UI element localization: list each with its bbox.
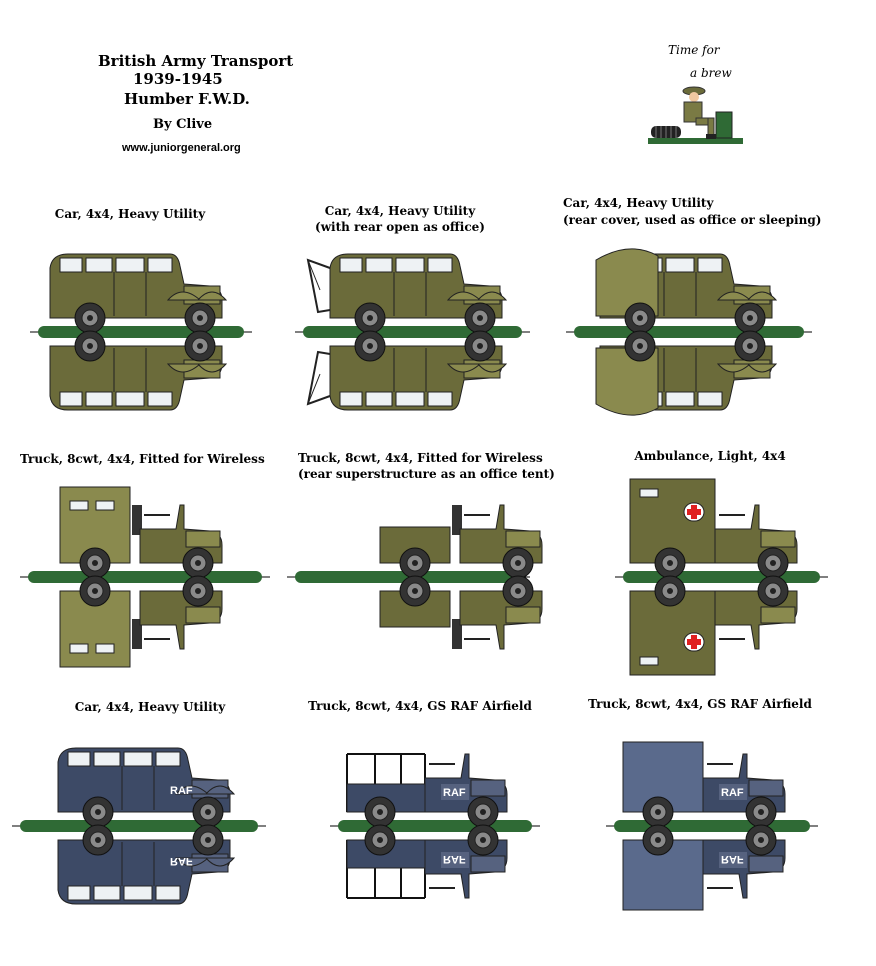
- raf-badge: RAF: [443, 853, 466, 865]
- raf-badge: RAF: [721, 853, 744, 865]
- window: [665, 257, 695, 273]
- label-truck-wireless: Truck, 8cwt, 4x4, Fitted for Wireless: [20, 452, 265, 466]
- window: [85, 391, 113, 407]
- raf-badge: RAF: [443, 787, 466, 799]
- title-vehicle: Humber F.W.D.: [124, 90, 250, 108]
- vehicle-raf-car: RAF: [57, 747, 236, 828]
- window: [427, 257, 453, 273]
- counter-base: [614, 820, 810, 832]
- counter-base: [20, 820, 258, 832]
- label-raf-truck-cover: Truck, 8cwt, 4x4, GS RAF Airfield: [588, 697, 812, 711]
- window: [147, 257, 173, 273]
- label-raf-truck-open: Truck, 8cwt, 4x4, GS RAF Airfield: [308, 699, 532, 713]
- sublabel-car-cover: (rear cover, used as office or sleeping): [563, 213, 822, 227]
- window: [67, 751, 91, 767]
- vehicle-ambulance-mirror: [629, 575, 798, 676]
- vehicle-car-cover: [595, 248, 778, 334]
- counter-base: [623, 571, 820, 583]
- counter-base: [38, 326, 244, 338]
- vehicle-truck-wireless-mirror: [59, 575, 223, 668]
- window: [365, 391, 393, 407]
- vehicle-raf-truck-open-mirror: RAF: [346, 824, 508, 899]
- window: [155, 885, 181, 901]
- window: [339, 257, 363, 273]
- window: [93, 751, 121, 767]
- window: [93, 885, 121, 901]
- counter-base: [338, 820, 532, 832]
- vehicle-car: [49, 253, 228, 334]
- counter-base: [303, 326, 522, 338]
- window: [697, 391, 723, 407]
- label-ambulance: Ambulance, Light, 4x4: [634, 449, 786, 463]
- window: [395, 257, 425, 273]
- window: [67, 885, 91, 901]
- title-years: 1939-1945: [133, 70, 223, 88]
- raf-badge: RAF: [721, 787, 744, 799]
- window: [59, 257, 83, 273]
- vehicle-car-open-mirror: [306, 330, 508, 411]
- vehicle-car-open: [306, 253, 508, 334]
- vehicle-raf-car-mirror: RAF: [57, 824, 236, 905]
- label-car-open-office: Car, 4x4, Heavy Utility: [324, 204, 476, 218]
- tagline-line1: Time for: [668, 43, 720, 57]
- sublabel-car-open-office: (with rear open as office): [315, 220, 485, 234]
- window: [665, 391, 695, 407]
- window: [365, 257, 393, 273]
- counter-base: [574, 326, 804, 338]
- window: [339, 391, 363, 407]
- window: [155, 751, 181, 767]
- vehicle-raf-truck-open: RAF: [346, 753, 508, 828]
- raf-badge: RAF: [170, 855, 193, 867]
- vehicle-raf-truck-cover: RAF: [622, 741, 786, 828]
- vehicle-truck-tent-mirror: [379, 575, 543, 650]
- author-credit: By Clive: [153, 117, 213, 132]
- window: [123, 751, 153, 767]
- label-raf-car: Car, 4x4, Heavy Utility: [74, 700, 226, 714]
- window: [85, 257, 113, 273]
- window: [697, 257, 723, 273]
- window: [115, 257, 145, 273]
- vehicle-truck-tent: [379, 504, 543, 579]
- page-title: British Army Transport: [98, 52, 294, 70]
- label-car-cover: Car, 4x4, Heavy Utility: [563, 196, 714, 210]
- sublabel-truck-tent: (rear superstructure as an office tent): [298, 467, 555, 481]
- vehicle-ambulance: [629, 478, 798, 579]
- window: [147, 391, 173, 407]
- window: [123, 885, 153, 901]
- website-link[interactable]: www.juniorgeneral.org: [122, 142, 241, 154]
- vehicle-truck-wireless: [59, 486, 223, 579]
- window: [395, 391, 425, 407]
- label-car-heavy-utility: Car, 4x4, Heavy Utility: [54, 207, 206, 221]
- counter-base: [28, 571, 262, 583]
- raf-badge: RAF: [170, 785, 193, 797]
- vehicle-raf-truck-cover-mirror: RAF: [622, 824, 786, 911]
- window: [427, 391, 453, 407]
- window: [59, 391, 83, 407]
- window: [115, 391, 145, 407]
- tagline-line2: a brew: [690, 66, 732, 80]
- vehicle-car-cover-mirror: [595, 330, 778, 416]
- label-truck-tent: Truck, 8cwt, 4x4, Fitted for Wireless: [298, 451, 543, 465]
- vehicle-car-mirror: [49, 330, 228, 411]
